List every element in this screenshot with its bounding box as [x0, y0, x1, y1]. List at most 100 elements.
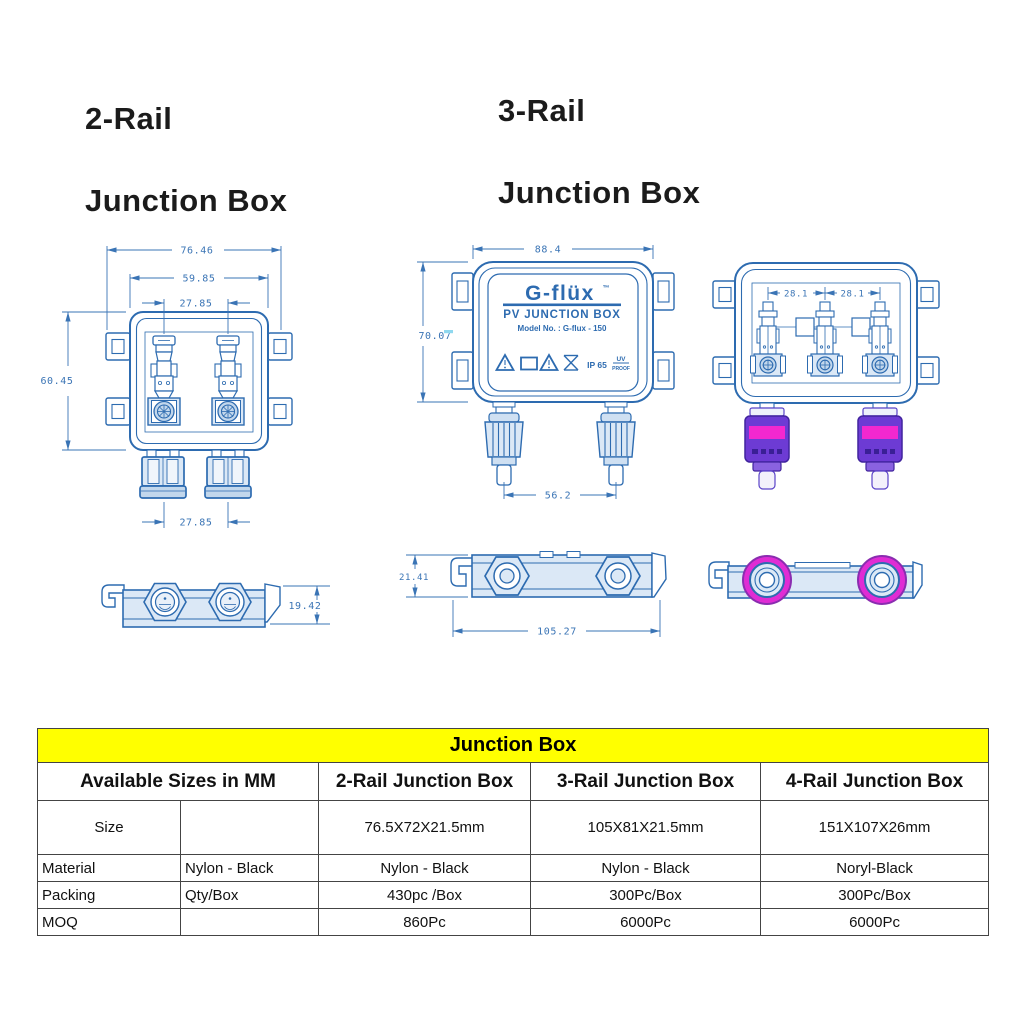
- mount-tab: [451, 351, 474, 390]
- mount-tab: [712, 280, 738, 309]
- table-header-row: Available Sizes in MM 2-Rail Junction Bo…: [37, 762, 990, 801]
- mount-tab: [652, 351, 675, 390]
- rail-end-plate: [651, 552, 667, 598]
- table-cell: Size: [37, 800, 181, 855]
- box-body: [129, 311, 269, 451]
- trademark-text: ™: [603, 285, 610, 292]
- ring-connector: [742, 555, 792, 605]
- table-cell: Nylon - Black: [530, 854, 761, 882]
- table-cell: 76.5X72X21.5mm: [318, 800, 531, 855]
- square-icon: [520, 356, 538, 371]
- rail-hook: [450, 557, 474, 587]
- table-cell: 6000Pc: [759, 908, 990, 936]
- coupler: [851, 317, 871, 337]
- two-rail-heading-line1: 2-Rail: [85, 101, 173, 136]
- two-rail-heading-line2: Junction Box: [85, 183, 288, 218]
- cable-gland: [204, 449, 252, 499]
- mount-tab: [914, 356, 940, 385]
- warning-triangle-icon: [494, 353, 516, 371]
- header-2rail: 2-Rail Junction Box: [318, 762, 531, 801]
- brand-text: G-flüx: [525, 282, 595, 305]
- dim-two-rail-overall-width: 76.46: [180, 246, 213, 257]
- table-row-material: Material Nylon - Black Nylon - Black Nyl…: [37, 854, 990, 882]
- mount-tab: [267, 397, 293, 426]
- hourglass-box-icon: [563, 354, 579, 371]
- ring-connector: [857, 555, 907, 605]
- rail-notch: [539, 551, 554, 558]
- ip-rating-text: IP 65: [587, 360, 607, 370]
- three-rail-side-view: 21.41 105.27: [399, 551, 667, 638]
- header-3rail: 3-Rail Junction Box: [530, 762, 761, 801]
- mount-tab: [712, 356, 738, 385]
- rail-recess: [794, 562, 851, 569]
- three-rail-open-side-view: [708, 555, 923, 605]
- three-rail-open-view: 28.1 28.1: [712, 262, 940, 490]
- brand-underline: [503, 303, 621, 307]
- two-rail-top-view: 76.46 59.85 27.85 60.45 27.85: [40, 246, 293, 529]
- model-text: Model No. : G-flux - 150: [518, 324, 607, 333]
- dim-two-rail-mid-width: 59.85: [182, 274, 215, 285]
- table-cell: Qty/Box: [180, 881, 319, 909]
- svg-text:PROOF: PROOF: [612, 366, 630, 372]
- uv-proof-text: UV PROOF: [612, 356, 630, 372]
- dim-two-rail-pitch-bottom: 27.85: [179, 518, 212, 529]
- table-cell: Packing: [37, 881, 181, 909]
- dim-two-rail-pitch-top: 27.85: [179, 299, 212, 310]
- dim-pitch-left: 28.1: [784, 290, 808, 300]
- three-rail-heading: 3-Rail Junction Box: [498, 90, 700, 213]
- mc4-connector: [596, 401, 636, 486]
- table-cell: 300Pc/Box: [530, 881, 761, 909]
- three-rail-front-view: G-flüx ™ PV JUNCTION BOX Model No. : G-f…: [417, 245, 675, 502]
- table-row-moq: MOQ 860Pc 6000Pc 6000Pc: [37, 908, 990, 936]
- box-body: [472, 261, 654, 403]
- svg-text:UV: UV: [616, 356, 626, 363]
- purple-connector: [857, 402, 903, 490]
- table-cell: Nylon - Black: [318, 854, 531, 882]
- table-cell: Noryl-Black: [759, 854, 990, 882]
- product-text: PV JUNCTION BOX: [503, 309, 620, 321]
- table-row-size: Size 76.5X72X21.5mm 105X81X21.5mm 151X10…: [37, 800, 990, 855]
- cyan-tick: [444, 330, 453, 334]
- table-cell: [180, 908, 319, 936]
- mount-tab: [267, 332, 293, 361]
- dim-two-rail-side-height: 19.42: [288, 601, 321, 612]
- header-4rail: 4-Rail Junction Box: [759, 762, 990, 801]
- header-available-sizes: Available Sizes in MM: [37, 762, 319, 801]
- table-cell: 6000Pc: [530, 908, 761, 936]
- table-cell: MOQ: [37, 908, 181, 936]
- spec-table: Junction Box Available Sizes in MM 2-Rai…: [36, 728, 990, 936]
- mount-tab: [105, 397, 131, 426]
- rail-notch: [566, 551, 581, 558]
- table-cell: 430pc /Box: [318, 881, 531, 909]
- two-rail-heading: 2-Rail Junction Box: [85, 98, 287, 221]
- dim-two-rail-height: 60.45: [40, 376, 73, 387]
- dim-three-rail-side-height: 21.41: [399, 573, 429, 583]
- technical-drawings: 76.46 59.85 27.85 60.45 27.85: [40, 245, 940, 638]
- cable-gland: [139, 449, 187, 499]
- table-title: Junction Box: [36, 728, 990, 763]
- table-cell: 151X107X26mm: [759, 800, 990, 855]
- table-cell: Material: [37, 854, 181, 882]
- table-cell: [180, 800, 319, 855]
- table-cell: Nylon - Black: [180, 854, 319, 882]
- label-panel: [487, 273, 639, 392]
- mount-tab: [451, 272, 474, 311]
- two-rail-side-view: 19.42: [101, 582, 330, 628]
- dim-three-rail-side-length: 105.27: [537, 627, 577, 638]
- table-cell: 860Pc: [318, 908, 531, 936]
- table-row-packing: Packing Qty/Box 430pc /Box 300Pc/Box 300…: [37, 881, 990, 909]
- three-rail-heading-line2: Junction Box: [498, 175, 701, 210]
- rail-end-plate: [264, 583, 281, 623]
- mount-tab: [914, 280, 940, 309]
- warning-triangle-icon: [538, 353, 560, 371]
- mount-tab: [652, 272, 675, 311]
- rail-end-plate: [912, 561, 923, 599]
- coupler: [795, 317, 815, 337]
- three-rail-heading-line1: 3-Rail: [498, 93, 586, 128]
- dim-three-rail-height: 70.07: [418, 331, 451, 342]
- table-cell: 300Pc/Box: [759, 881, 990, 909]
- dim-three-rail-width: 88.4: [535, 245, 561, 256]
- rail-hook: [101, 584, 125, 608]
- dim-three-rail-connector-pitch: 56.2: [545, 491, 571, 502]
